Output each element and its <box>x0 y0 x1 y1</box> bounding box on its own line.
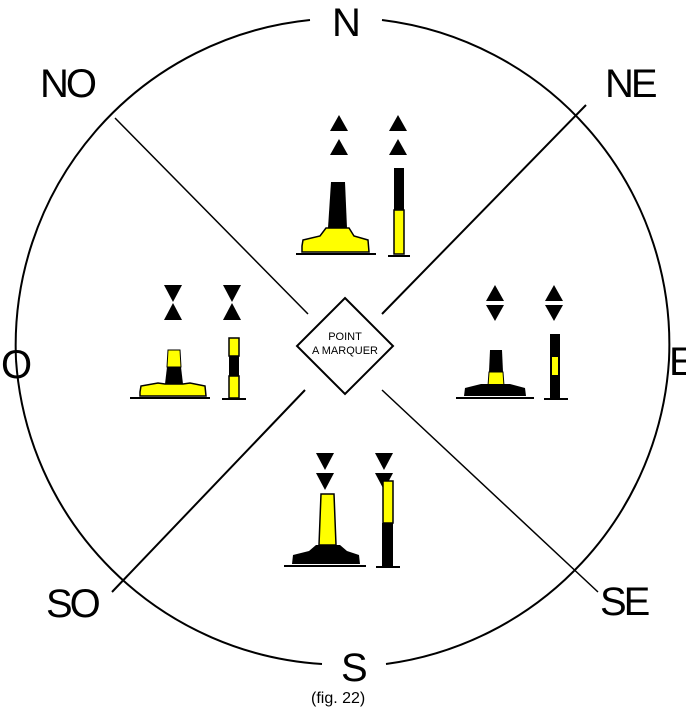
east-topmark-spar-upper <box>545 285 563 301</box>
south-topmark-spar-upper <box>375 453 393 470</box>
diagonal-no-se-lower <box>382 390 598 592</box>
west-topmark-spar-upper <box>223 285 241 302</box>
west-cardinal-mark <box>130 285 246 399</box>
north-topmark-upper <box>330 115 348 131</box>
east-topmark-spar-lower <box>545 305 563 321</box>
point-to-mark-line1: POINT <box>305 331 385 345</box>
east-topmark-lower <box>486 305 504 321</box>
east-cardinal-mark <box>456 285 568 399</box>
south-topmark-upper <box>316 453 334 470</box>
label-east: E <box>669 342 686 382</box>
west-spar-black <box>229 356 239 376</box>
label-south-west: SO <box>46 584 98 624</box>
north-spar-black <box>394 168 404 210</box>
west-topmark-upper <box>164 285 182 302</box>
east-spar-yellow-middle-band <box>552 357 558 375</box>
west-spar-yellow-bottom <box>229 376 239 398</box>
figure-caption: (fig. 22) <box>311 690 365 708</box>
south-spar-black <box>382 523 393 566</box>
label-north: N <box>332 3 358 43</box>
north-topmark-spar-lower <box>389 139 407 155</box>
east-buoy-top-black <box>489 350 503 372</box>
label-west: O <box>1 345 29 385</box>
west-buoy-base-yellow <box>140 383 206 396</box>
south-buoy-top-yellow <box>319 494 336 545</box>
label-south: S <box>341 648 365 688</box>
south-topmark-lower <box>316 473 334 490</box>
north-topmark-spar-upper <box>389 115 407 131</box>
west-buoy-top-yellow <box>167 350 181 367</box>
east-buoy-base-black <box>464 384 526 396</box>
west-spar-yellow-top <box>229 338 239 356</box>
north-buoy-base-yellow <box>302 228 369 252</box>
north-cardinal-mark <box>296 115 410 256</box>
north-topmark-lower <box>330 139 348 155</box>
east-topmark-upper <box>486 285 504 301</box>
diagonal-ne-so <box>382 105 586 314</box>
north-buoy-top-black <box>328 182 347 228</box>
label-north-east: NE <box>605 64 655 104</box>
east-buoy-mid-yellow <box>488 372 504 386</box>
diagonal-ne-so-lower <box>112 390 305 592</box>
label-north-west: NO <box>40 64 94 104</box>
west-buoy-mid-black <box>165 367 183 384</box>
label-south-east: SE <box>600 582 647 622</box>
south-buoy-base-black <box>292 545 360 564</box>
north-spar-yellow <box>394 210 404 254</box>
point-to-mark-label: POINT A MARQUER <box>305 331 385 359</box>
west-topmark-spar-lower <box>223 303 241 320</box>
south-spar-yellow <box>383 481 393 523</box>
west-topmark-lower <box>164 303 182 320</box>
point-to-mark-line2: A MARQUER <box>305 345 385 359</box>
diagonal-no-se <box>115 118 308 314</box>
south-cardinal-mark <box>284 453 400 567</box>
